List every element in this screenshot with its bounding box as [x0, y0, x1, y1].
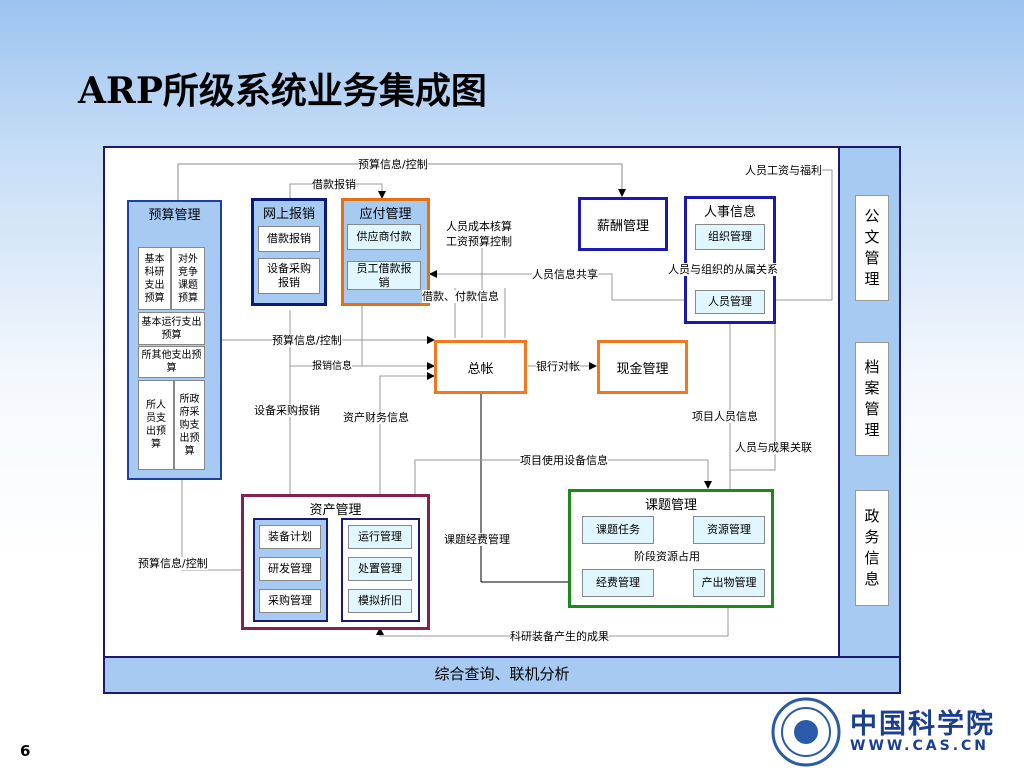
online-item-loan[interactable]: 借款报销	[258, 226, 320, 252]
asset-item-disposal[interactable]: 处置管理	[348, 557, 412, 581]
online-item-equip[interactable]: 设备采购报销	[258, 258, 320, 294]
project-title: 课题管理	[644, 498, 697, 513]
page-title: ARP所级系统业务集成图	[78, 70, 487, 112]
hr-title: 人事信息	[703, 205, 756, 220]
bottom-bar-query[interactable]: 综合查询、联机分析	[103, 656, 901, 694]
flow-label-loan-pay: 借款、付款信息	[422, 290, 499, 303]
budget-item-personnel[interactable]: 所人员支出预算	[138, 380, 174, 470]
flow-label-equip-use: 项目使用设备信息	[520, 454, 608, 467]
flow-label-person-result: 人员与成果关联	[735, 441, 812, 454]
hr-item-org[interactable]: 组织管理	[695, 224, 765, 250]
flow-label-wage-budget: 工资预算控制	[446, 235, 512, 248]
flow-label-equip-result: 科研装备产生的成果	[510, 630, 609, 643]
ledger-module[interactable]: 总帐	[434, 340, 527, 394]
budget-item-basic-research[interactable]: 基本科研支出预算	[138, 247, 171, 310]
budget-module-title: 预算管理	[148, 208, 201, 223]
project-item-resource[interactable]: 资源管理	[693, 516, 765, 544]
budget-item-basic-operation[interactable]: 基本运行支出预算	[138, 312, 205, 345]
flow-line-person-result	[730, 316, 776, 471]
flow-label-reimb: 报销信息	[312, 360, 352, 373]
flow-label-asset-fin: 资产财务信息	[343, 411, 409, 424]
cas-logo-text: 中国科学院	[850, 709, 995, 740]
flow-label-budget-top: 预算信息/控制	[358, 158, 428, 171]
asset-item-depreciation[interactable]: 模拟折旧	[348, 589, 412, 613]
asset-title: 资产管理	[309, 503, 362, 518]
budget-item-external-project[interactable]: 对外竞争课题预算	[171, 247, 205, 310]
flow-label-budget-low: 预算信息/控制	[138, 557, 208, 570]
flow-label-proj-person: 项目人员信息	[692, 410, 758, 423]
flow-label-proj-fund: 课题经费管理	[444, 533, 510, 546]
cash-module[interactable]: 现金管理	[597, 340, 688, 394]
flow-label-hr-share: 人员信息共享	[532, 268, 598, 281]
side-system-archive[interactable]: 档案管理	[855, 342, 889, 456]
flow-label-equip-reimb: 设备采购报销	[254, 404, 320, 417]
flow-label-budget-mid: 预算信息/控制	[272, 334, 342, 347]
flow-label-stage-res: 阶段资源占用	[634, 550, 700, 563]
cas-logo-url: WWW.CAS.CN	[850, 738, 990, 754]
page-number: 6	[20, 742, 31, 760]
online-reimb-title: 网上报销	[262, 207, 315, 222]
flow-label-org-relation: 人员与组织的从属关系	[668, 263, 778, 276]
payable-title: 应付管理	[359, 207, 412, 222]
project-item-task[interactable]: 课题任务	[582, 516, 654, 544]
budget-item-other[interactable]: 所其他支出预算	[138, 346, 205, 378]
hr-item-person[interactable]: 人员管理	[695, 290, 765, 314]
flow-label-loan: 借款报销	[312, 178, 356, 191]
side-system-gov-info[interactable]: 政务信息	[855, 490, 889, 606]
side-system-document[interactable]: 公文管理	[855, 195, 889, 301]
flow-label-salary-welfare: 人员工资与福利	[745, 164, 822, 177]
flow-line-asset-fin	[379, 372, 435, 494]
flow-label-cost-check: 人员成本核算	[446, 220, 512, 233]
flow-line-hr-share	[429, 270, 690, 301]
payable-item-employee-loan[interactable]: 员工借款报销	[347, 261, 421, 290]
asset-item-operation[interactable]: 运行管理	[348, 525, 412, 549]
asset-item-equip-plan[interactable]: 装备计划	[259, 525, 321, 549]
flow-label-bank: 银行对帐	[536, 360, 580, 373]
flow-line-budget-low	[181, 476, 249, 574]
project-item-fund[interactable]: 经费管理	[582, 569, 654, 597]
asset-item-purchase[interactable]: 采购管理	[259, 589, 321, 613]
payable-item-supplier[interactable]: 供应商付款	[347, 224, 421, 250]
asset-item-rd[interactable]: 研发管理	[259, 557, 321, 581]
salary-module[interactable]: 薪酬管理	[578, 197, 668, 251]
project-item-output[interactable]: 产出物管理	[693, 569, 765, 597]
cas-emblem-icon	[771, 697, 841, 767]
budget-item-procurement[interactable]: 所政府采购支出预算	[174, 380, 205, 470]
